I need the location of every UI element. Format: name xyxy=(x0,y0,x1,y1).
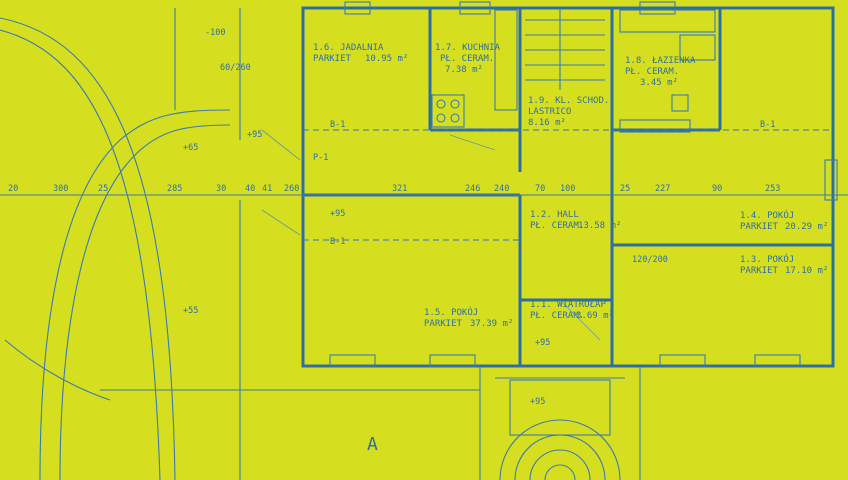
room-area-jadalnia: 10.95 m² xyxy=(365,54,408,64)
dim-label: 240 xyxy=(494,184,509,194)
dim-label: 70 xyxy=(535,184,545,194)
building-walls xyxy=(100,6,835,480)
room-name-kuchnia: 1.7. KUCHNIA xyxy=(435,43,501,53)
level-marks: -100 +95 +65 +95 +55 +95 +95 xyxy=(183,28,550,407)
dim-label: 100 xyxy=(560,184,575,194)
room-floor-pokoj3: PARKIET xyxy=(740,266,779,276)
room-floor-pokoj4: PARKIET xyxy=(740,222,779,232)
room-area-hall: 13.58 m² xyxy=(578,221,621,231)
level-mark: +95 xyxy=(530,397,545,407)
room-area-klatka: 8.16 m² xyxy=(528,118,566,128)
dim-label: 90 xyxy=(712,184,722,194)
dim-label: 253 xyxy=(765,184,780,194)
room-name-lazienka: 1.8. ŁAZIENKA xyxy=(625,56,696,66)
entrance-steps xyxy=(499,379,621,480)
room-floor-lazienka: PŁ. CERAM. xyxy=(625,67,679,77)
dim-label: 227 xyxy=(655,184,670,194)
wall-mark: B-1 xyxy=(760,120,775,130)
room-floor-hall: PŁ. CERAM. xyxy=(530,221,584,231)
dim-label: 285 xyxy=(167,184,182,194)
room-floor-klatka: LASTRICO xyxy=(528,107,571,117)
window-label: 60/260 xyxy=(220,63,251,73)
section-mark: A xyxy=(367,434,378,455)
dimension-labels: 20 300 25 285 30 40 41 260 321 246 240 7… xyxy=(8,184,780,194)
dimension-line xyxy=(0,129,848,241)
curved-wall-lines xyxy=(0,17,231,480)
room-name-pokoj4: 1.4. POKÓJ xyxy=(740,209,794,221)
windows xyxy=(329,1,838,368)
room-area-wiatrolap: 3.69 m² xyxy=(576,311,614,321)
room-labels: 1.6. JADALNIA PARKIET 10.95 m² 1.7. KUCH… xyxy=(313,43,828,329)
room-area-pokoj4: 20.29 m² xyxy=(785,222,828,232)
dim-label: 41 xyxy=(262,184,272,194)
room-name-hall: 1.2. HALL xyxy=(530,210,579,220)
room-floor-jadalnia: PARKIET xyxy=(313,54,352,64)
room-name-pokoj5: 1.5. POKÓJ xyxy=(424,306,478,318)
dim-label: 260 xyxy=(284,184,299,194)
stair-label: 120/200 xyxy=(632,255,668,265)
room-floor-pokoj5: PARKIET xyxy=(424,319,463,329)
dim-label: 246 xyxy=(465,184,480,194)
room-floor-wiatrolap: PŁ. CERAM. xyxy=(530,311,584,321)
door-swings xyxy=(261,129,601,341)
dim-label: 25 xyxy=(98,184,108,194)
staircase xyxy=(525,8,605,90)
wall-mark: B-1 xyxy=(330,120,345,130)
dim-label: 25 xyxy=(620,184,630,194)
level-mark: +55 xyxy=(183,306,198,316)
room-area-pokoj5: 37.39 m² xyxy=(470,319,513,329)
wall-marks: P-1 B-1 B-1 B-1 120/200 60/260 A xyxy=(220,63,775,455)
level-mark: -100 xyxy=(205,28,225,38)
level-mark: +95 xyxy=(247,130,262,140)
dim-label: 20 xyxy=(8,184,18,194)
fixtures xyxy=(431,9,716,133)
dim-label: 321 xyxy=(392,184,407,194)
level-mark: +65 xyxy=(183,143,198,153)
room-name-pokoj3: 1.3. POKÓJ xyxy=(740,253,794,265)
room-floor-kuchnia: PŁ. CERAM. xyxy=(440,54,494,64)
room-area-kuchnia: 7.38 m² xyxy=(445,65,483,75)
dim-label: 40 xyxy=(245,184,255,194)
dim-label: 30 xyxy=(216,184,226,194)
level-mark: +95 xyxy=(535,338,550,348)
room-area-lazienka: 3.45 m² xyxy=(640,78,678,88)
room-area-pokoj3: 17.10 m² xyxy=(785,266,828,276)
level-mark: +95 xyxy=(330,209,345,219)
dim-label: 300 xyxy=(53,184,68,194)
wall-mark: B-1 xyxy=(330,237,345,247)
room-name-klatka: 1.9. KL. SCHOD. xyxy=(528,96,609,106)
room-name-jadalnia: 1.6. JADALNIA xyxy=(313,43,384,53)
room-name-wiatrolap: 1.1. WIATROŁAP xyxy=(530,300,606,310)
wall-mark: P-1 xyxy=(313,153,328,163)
